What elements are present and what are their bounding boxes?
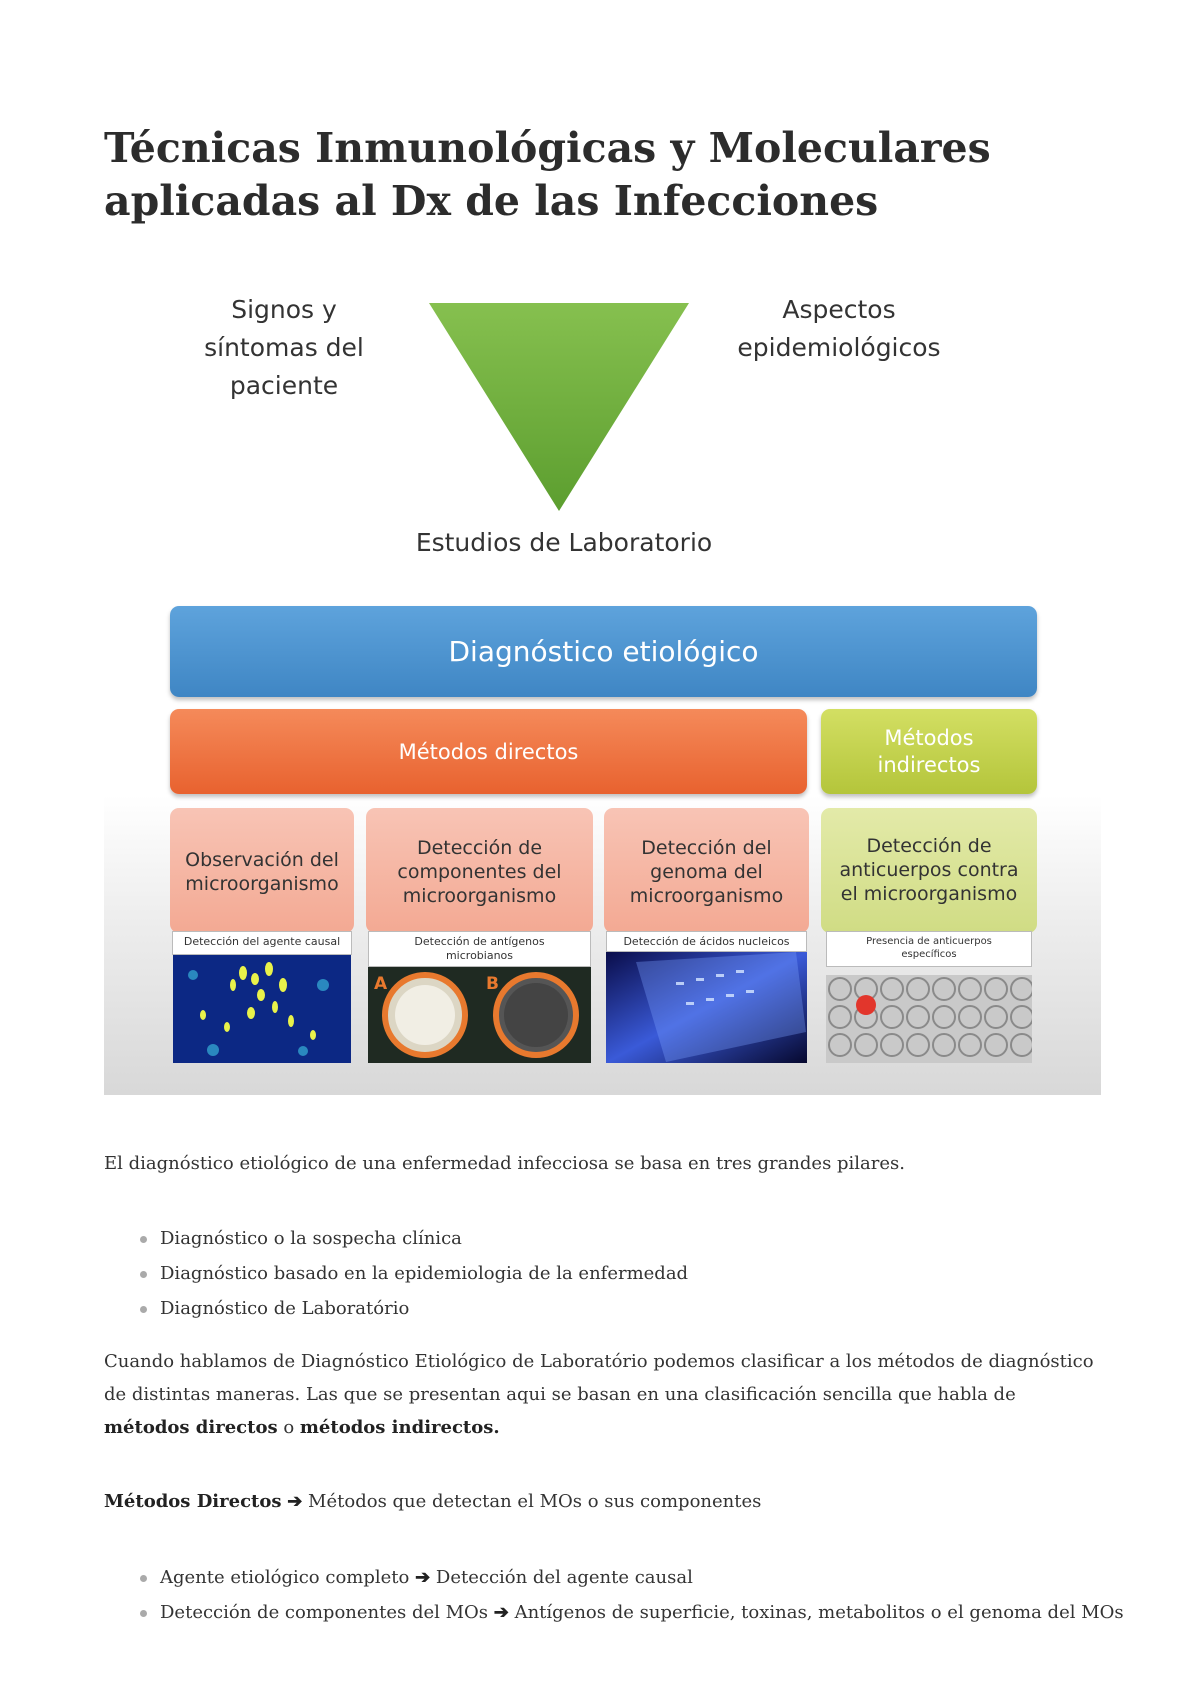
laboratory-label: Estudios de Laboratorio (415, 528, 713, 557)
title-line-1: Técnicas Inmunológicas y Moleculares (104, 124, 991, 172)
photo-fluorescence (173, 955, 351, 1063)
arrow-icon: ➔ (287, 1491, 303, 1512)
epidemiology-label: Aspectos epidemiológicos (737, 295, 941, 362)
direct-methods-list: Agente etiológico completo ➔ Detección d… (104, 1560, 1124, 1630)
arrow-icon: ➔ (415, 1567, 431, 1588)
title-line-2: aplicadas al Dx de las Infecciones (104, 177, 879, 225)
direct-methods-heading: Métodos Directos (104, 1491, 282, 1512)
list-item: Diagnóstico o la sospecha clínica (104, 1221, 1104, 1256)
diagnosis-diagram: Signos y síntomas del paciente Aspectos … (104, 275, 1101, 1095)
caption-causal-agent: Detección del agente causal (172, 931, 352, 955)
pillars-list: Diagnóstico o la sospecha clínica Diagnó… (104, 1221, 1104, 1326)
list-item: Detección de componentes del MOs ➔ Antíg… (104, 1595, 1124, 1630)
direct-methods-line: Métodos Directos ➔ Métodos que detectan … (104, 1491, 762, 1512)
triangle-graphic (429, 303, 689, 511)
list-item: Agente etiológico completo ➔ Detección d… (104, 1560, 1104, 1595)
photo-label-a: A (374, 974, 388, 994)
patient-signs-label: Signos y síntomas del paciente (204, 295, 364, 400)
intro-paragraph: El diagnóstico etiológico de una enferme… (104, 1153, 906, 1174)
direct-methods-box: Métodos directos (170, 709, 807, 794)
list-item: Diagnóstico basado en la epidemiologia d… (104, 1256, 1104, 1291)
classification-paragraph: Cuando hablamos de Diagnóstico Etiológic… (104, 1351, 1094, 1438)
photo-gel (606, 952, 807, 1063)
photo-label-b: B (486, 974, 499, 994)
arrow-icon: ➔ (493, 1602, 509, 1623)
caption-nucleic-acids: Detección de ácidos nucleicos (606, 931, 807, 952)
photo-antigen-test: A B (368, 967, 591, 1063)
page-title: Técnicas Inmunológicas y Moleculares apl… (104, 122, 1104, 228)
photo-antibody-plate (826, 975, 1032, 1063)
list-item: Diagnóstico de Laboratório (104, 1291, 1104, 1326)
etiological-diagnosis-box: Diagnóstico etiológico (170, 606, 1037, 697)
direct-methods-bold: métodos directos (104, 1417, 278, 1438)
indirect-methods-bold: métodos indirectos. (299, 1417, 500, 1438)
